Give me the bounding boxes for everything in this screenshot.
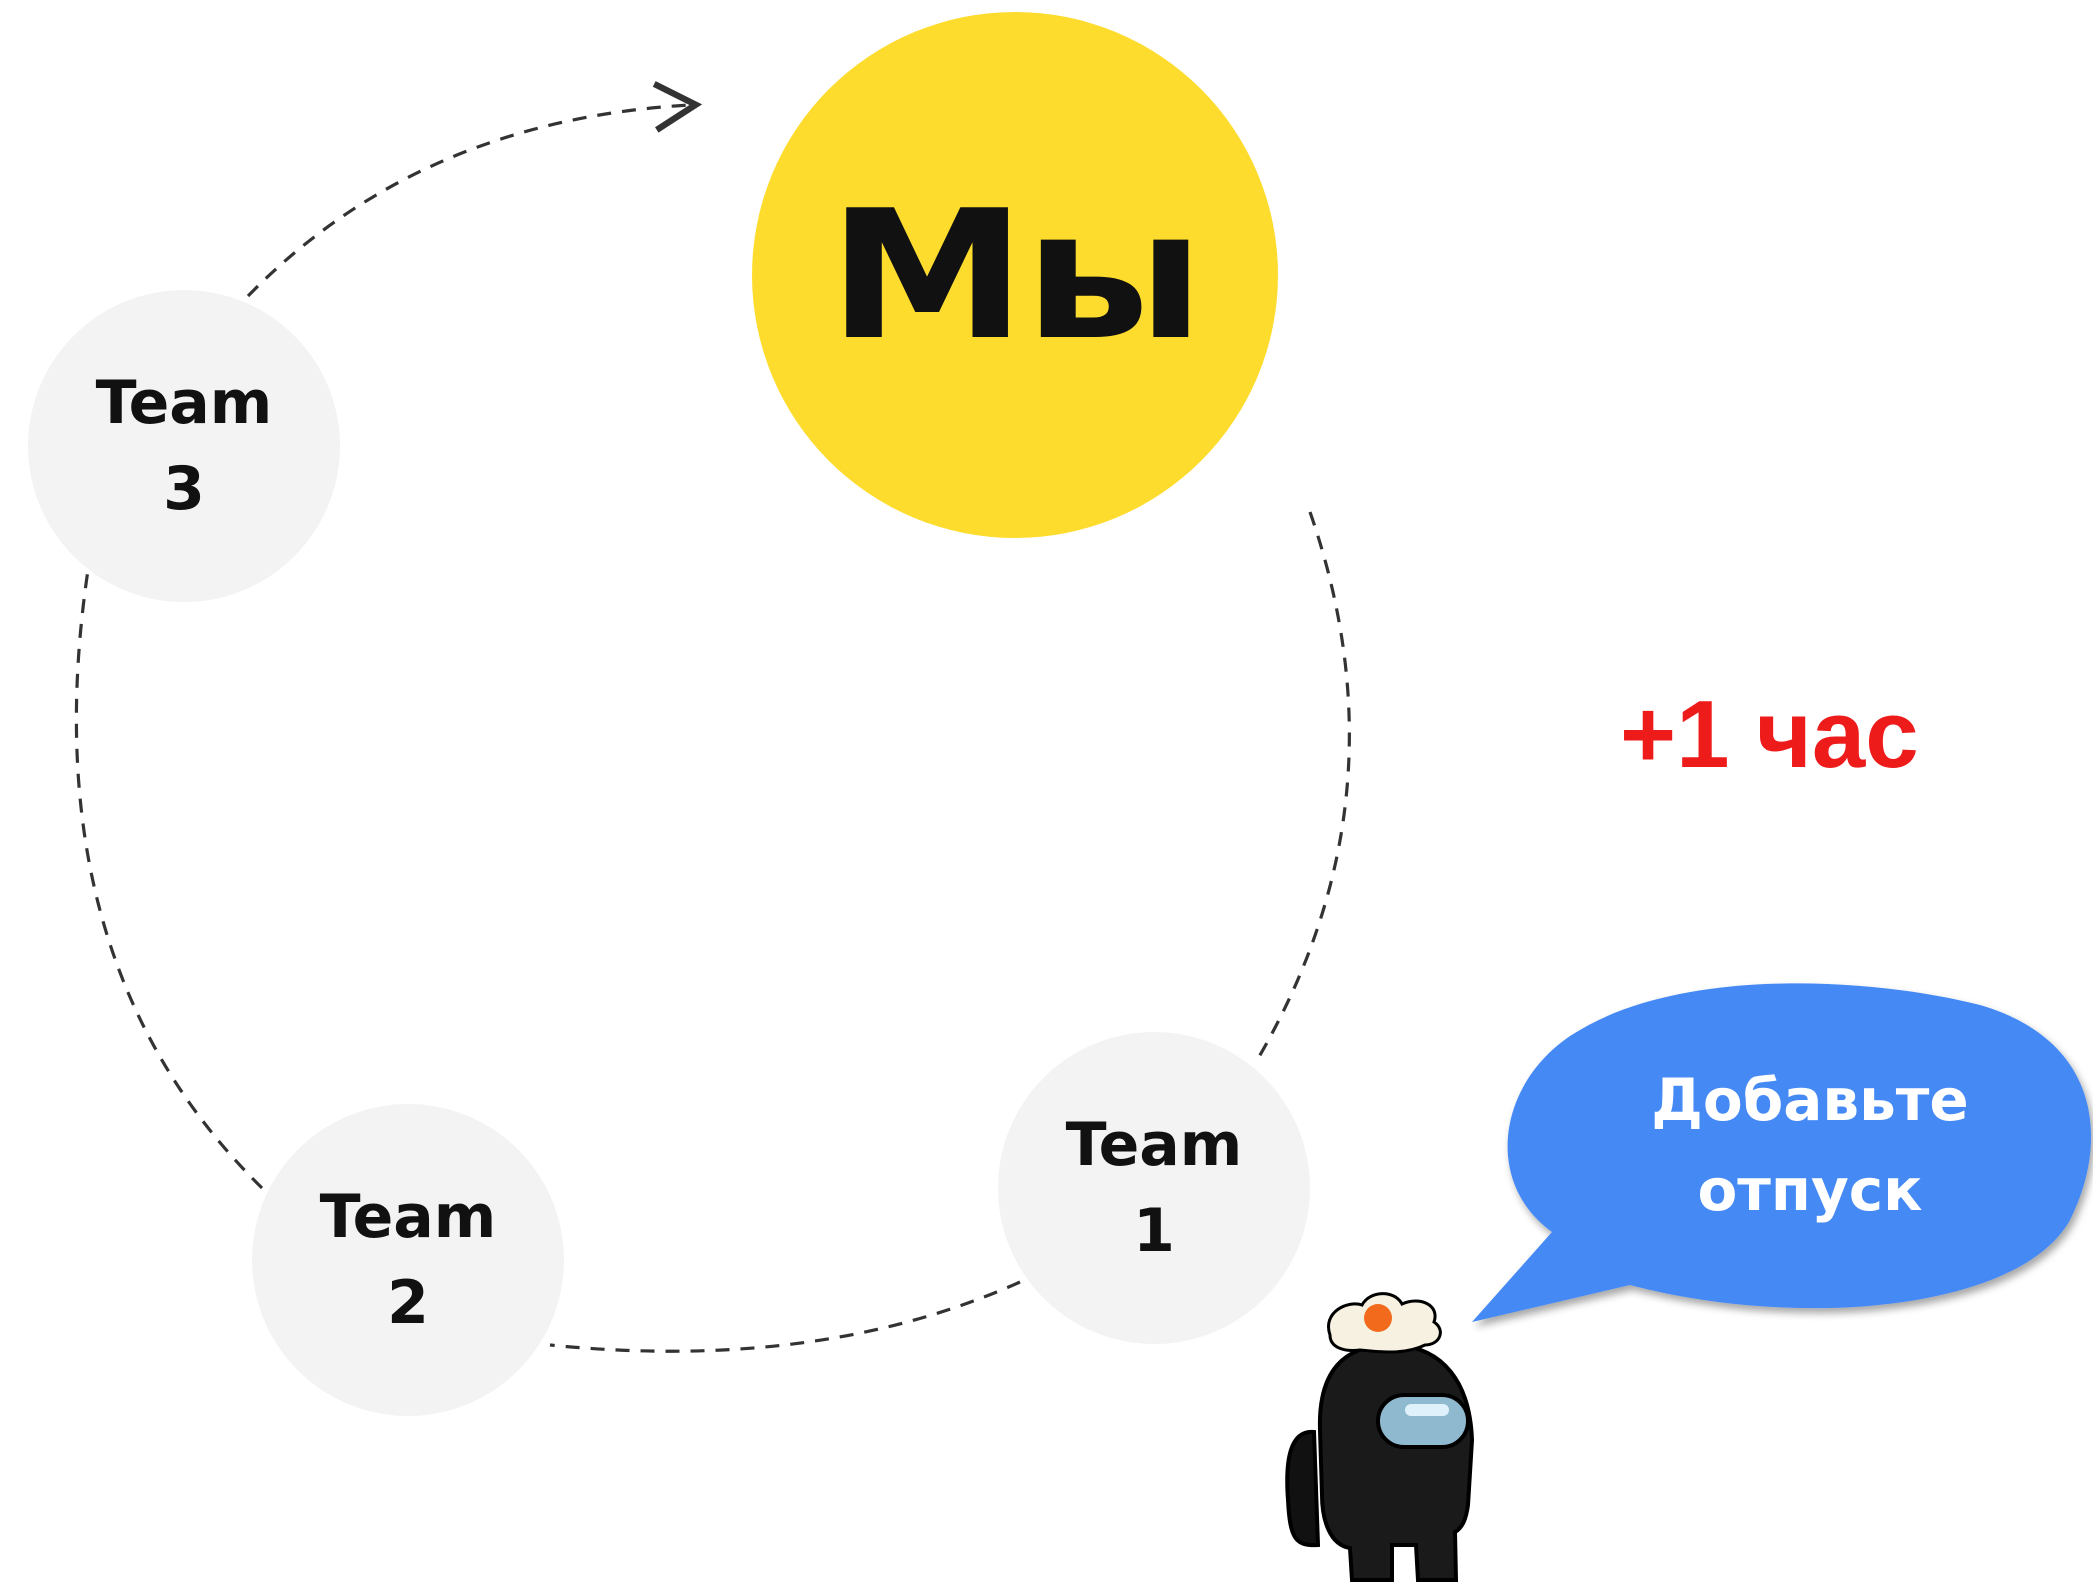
arc-main-to-team1 bbox=[1254, 511, 1351, 1063]
main-node-label: Мы bbox=[827, 171, 1204, 379]
team-1-label: Team 1 bbox=[1066, 1102, 1243, 1274]
team-2-label: Team 2 bbox=[320, 1174, 497, 1346]
arc-team2-to-team3 bbox=[74, 569, 264, 1190]
team-3-node: Team 3 bbox=[28, 290, 340, 602]
speech-bubble-text: Добавьте отпуск bbox=[1560, 1055, 2060, 1235]
speech-bubble-line1: Добавьте bbox=[1651, 1066, 1969, 1134]
team-1-node: Team 1 bbox=[998, 1032, 1310, 1344]
crewmate-visor bbox=[1376, 1393, 1470, 1449]
cycle-arrow bbox=[74, 81, 1351, 1353]
arc-team3-to-main bbox=[246, 81, 703, 298]
team-1-label-line2: 1 bbox=[1133, 1196, 1175, 1266]
team-3-label-line2: 3 bbox=[163, 454, 205, 524]
team-2-label-line2: 2 bbox=[387, 1268, 429, 1338]
speech-bubble bbox=[1472, 983, 2092, 1322]
team-2-node: Team 2 bbox=[252, 1104, 564, 1416]
crewmate-backpack bbox=[1285, 1429, 1321, 1548]
team-3-label-line1: Team bbox=[95, 368, 273, 438]
team-2-label-line1: Team bbox=[319, 1182, 497, 1252]
time-note: +1 час bbox=[1620, 681, 1919, 788]
arc-team1-to-team2 bbox=[549, 1280, 1021, 1353]
team-1-label-line1: Team bbox=[1065, 1110, 1243, 1180]
crewmate-body bbox=[1317, 1342, 1475, 1582]
crewmate-icon bbox=[1285, 1292, 1475, 1582]
team-3-label: Team 3 bbox=[96, 360, 273, 532]
speech-bubble-line2: отпуск bbox=[1697, 1156, 1923, 1224]
egg-yolk bbox=[1364, 1304, 1392, 1332]
crewmate-visor-shine bbox=[1405, 1404, 1449, 1416]
speech-bubble-shape bbox=[1472, 983, 2092, 1322]
main-node: Мы bbox=[752, 12, 1278, 538]
